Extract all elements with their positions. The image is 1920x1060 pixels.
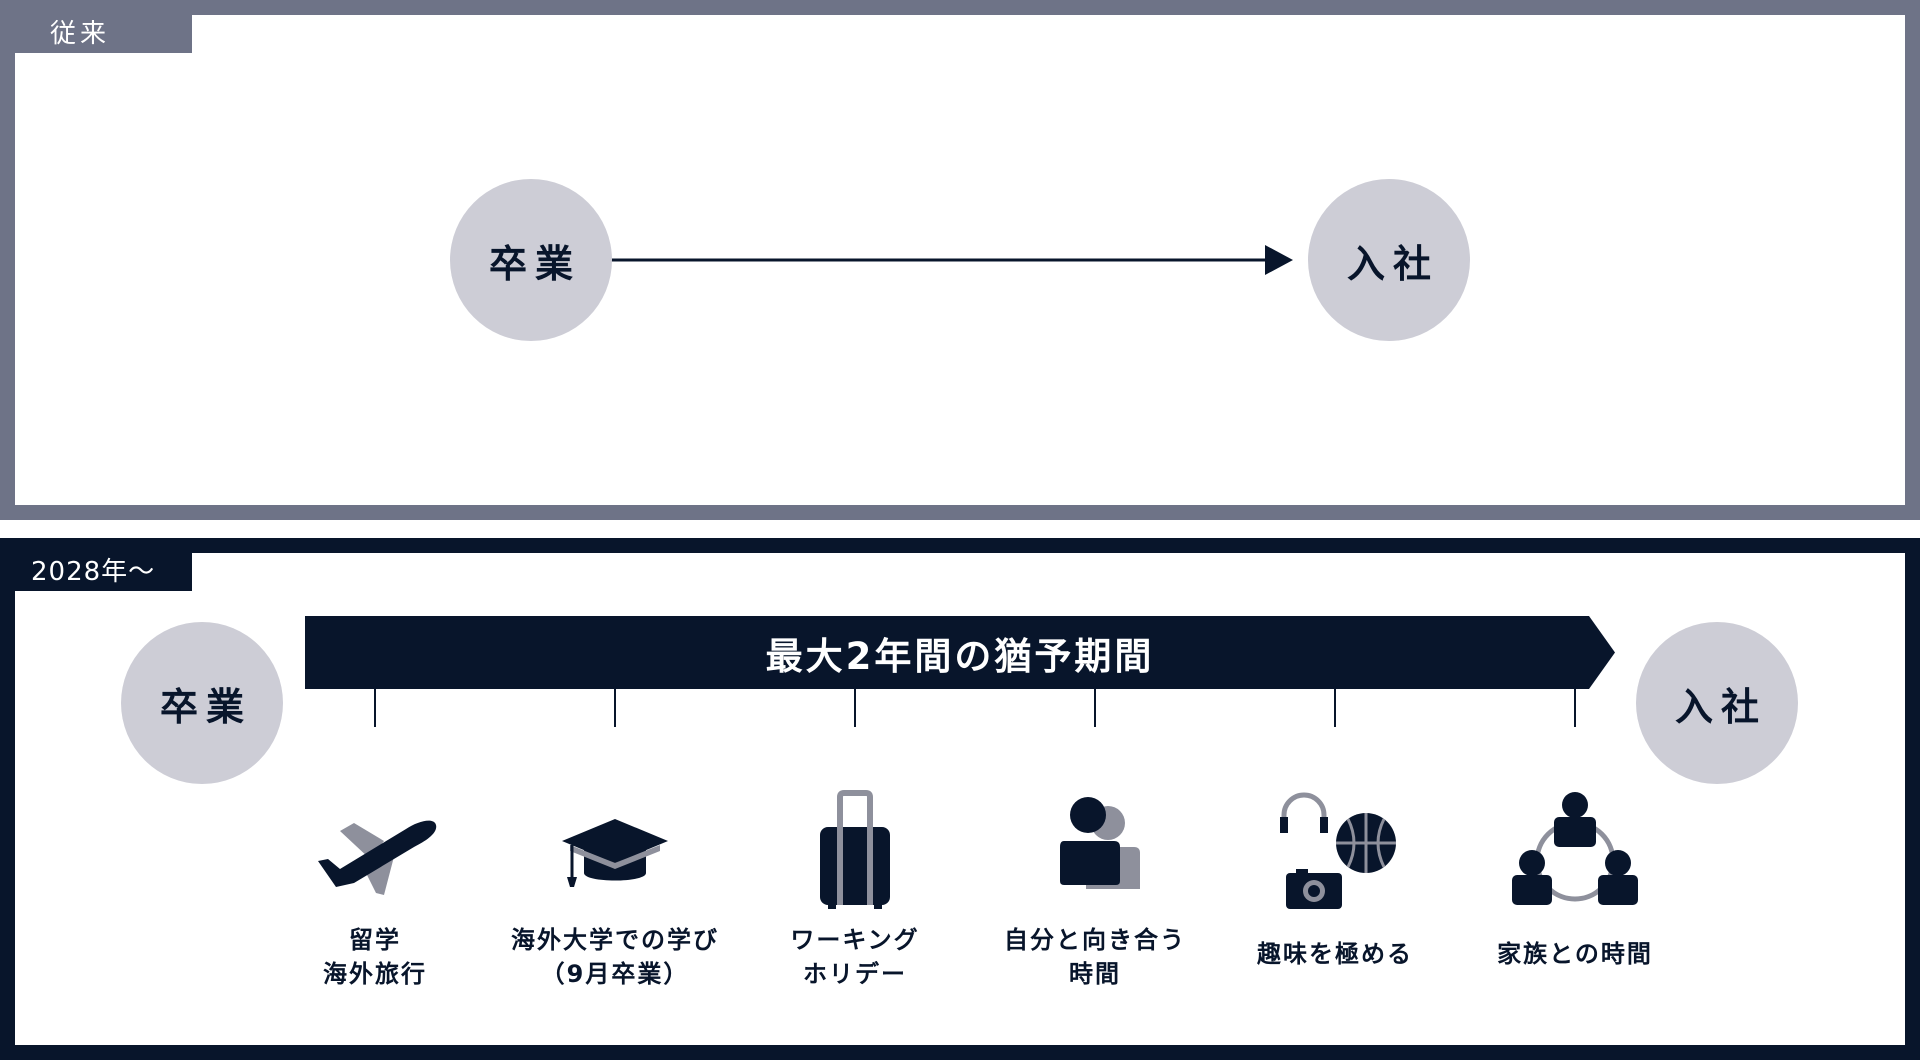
grace-period-banner: 最大2年間の猶予期間 (305, 616, 1615, 689)
option-working-holiday: ワーキング ホリデー (745, 553, 965, 1045)
legacy-arrow (610, 245, 1293, 275)
legacy-panel: 従来 卒業 入社 (0, 0, 1920, 520)
new-joining-label: 入社 (1674, 684, 1767, 729)
tick-mark (374, 689, 376, 727)
option-overseas-university: 海外大学での学び （9月卒業） (505, 553, 725, 1045)
option-label: 海外大学での学び （9月卒業） (511, 926, 719, 988)
legacy-joining-label: 入社 (1346, 241, 1439, 286)
self-reflection-icon (1030, 783, 1160, 913)
option-label: ワーキング ホリデー (790, 926, 920, 988)
option-family-time: 家族との時間 (1465, 553, 1685, 1045)
new-flow-tag: 2028年〜 (15, 553, 192, 591)
new-flow-panel: 2028年〜 卒業 最大2年間の猶予期間 入社 留学 海外旅行 (0, 538, 1920, 1060)
tick-mark (1334, 689, 1336, 727)
option-label: 自分と向き合う 時間 (1004, 926, 1186, 988)
option-label: 家族との時間 (1497, 940, 1653, 968)
new-graduation-label: 卒業 (159, 684, 252, 729)
option-self-reflection: 自分と向き合う 時間 (985, 553, 1205, 1045)
option-hobbies: 趣味を極める (1225, 553, 1445, 1045)
legacy-joining-circle: 入社 (1308, 179, 1470, 341)
suitcase-icon (790, 783, 920, 913)
hobby-icon (1270, 783, 1400, 913)
option-label: 趣味を極める (1257, 940, 1413, 968)
legacy-tag: 従来 (15, 15, 192, 53)
legacy-graduation-label: 卒業 (488, 241, 581, 286)
tick-mark (1094, 689, 1096, 727)
family-icon (1510, 783, 1640, 913)
option-study-abroad: 留学 海外旅行 (265, 553, 485, 1045)
new-graduation-circle: 卒業 (121, 622, 283, 784)
tick-mark (614, 689, 616, 727)
new-joining-circle: 入社 (1636, 622, 1798, 784)
airplane-icon (310, 783, 440, 913)
grace-period-label: 最大2年間の猶予期間 (765, 634, 1155, 678)
option-label: 留学 海外旅行 (323, 926, 427, 988)
tick-mark (854, 689, 856, 727)
graduation-cap-icon (550, 783, 680, 913)
legacy-graduation-circle: 卒業 (450, 179, 612, 341)
tick-mark (1574, 689, 1576, 727)
